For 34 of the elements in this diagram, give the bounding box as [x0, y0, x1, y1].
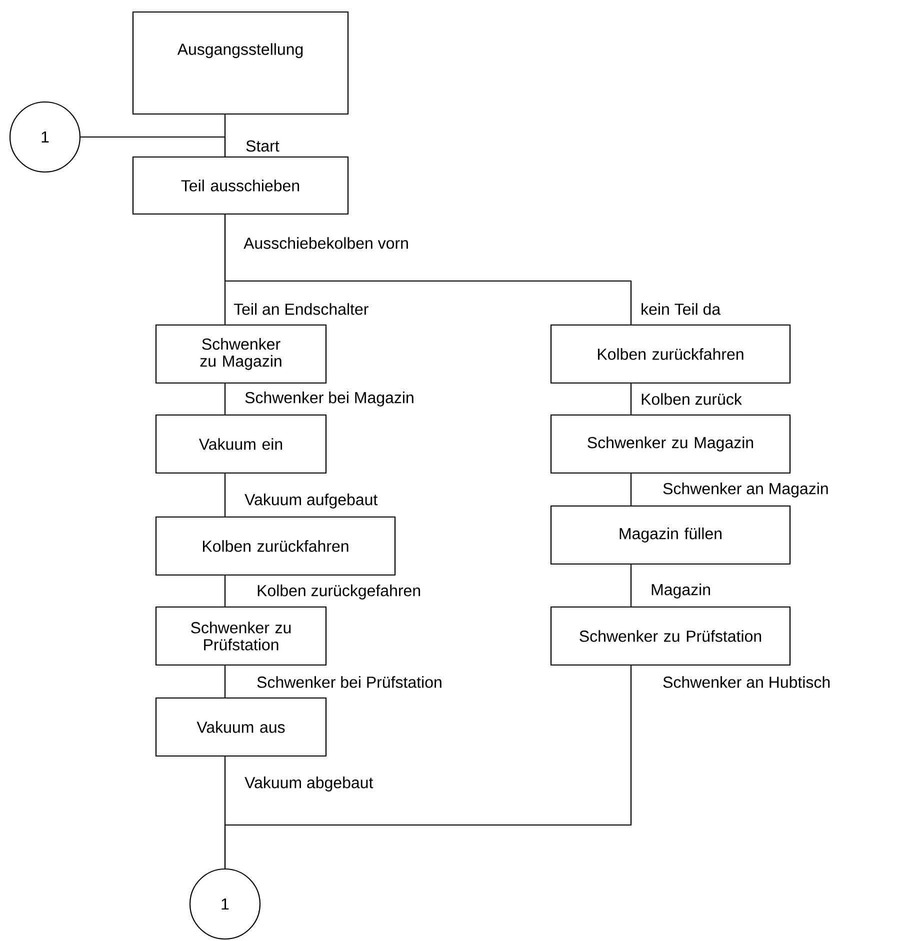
edge-label: Kolben zurückgefahren: [256, 584, 422, 600]
edge-label: Schwenker bei Prüfstation: [256, 675, 444, 689]
connector-line: [224, 665, 632, 869]
edge-label: Schwenker an Magazin: [662, 482, 830, 498]
edge-label: Magazin: [650, 582, 712, 600]
edge-label: Vakuum abgebaut: [244, 776, 374, 792]
edge-label: kein Teil da: [640, 302, 722, 316]
connector-line: [224, 473, 226, 517]
edge-label: Start: [244, 139, 280, 153]
step-box: Kolben zurückfahren: [155, 516, 396, 576]
step-box: Teil ausschieben: [132, 156, 349, 215]
edge-label: Kolben zurück: [640, 392, 743, 406]
transition-label: Ausschiebekolben vorn: [244, 237, 408, 249]
edge-label: Vakuum aufgebaut: [244, 492, 379, 510]
step-box: Schwenker zu Prüfstation: [550, 606, 791, 666]
connector-line: [224, 214, 632, 325]
step-box: Ausgangsstellung: [132, 11, 349, 115]
step-box: Kolben zurückfahren: [550, 324, 791, 384]
connector-line: [630, 564, 632, 607]
step-box: Vakuum ein: [155, 414, 327, 474]
connector-line: [630, 383, 632, 415]
edge-label: Schwenker an Hubtisch: [662, 675, 832, 689]
step-box: Magazin füllen: [550, 505, 791, 565]
connector-line: [224, 383, 226, 415]
connector-line: [224, 665, 226, 698]
step-box: Schwenker zu Magazin: [550, 414, 791, 474]
edge-label: Schwenker bei Magazin: [244, 390, 416, 408]
step-box: Schwenker zu Magazin: [155, 324, 327, 384]
connector-line: [224, 575, 226, 607]
step-box: Vakuum aus: [155, 697, 327, 757]
connector-line: [80, 136, 226, 157]
connector-line: [630, 473, 632, 506]
edge-label: Teil an Endschalter: [232, 302, 370, 316]
step-box: Schwenker zu Prüfstation: [155, 606, 327, 666]
